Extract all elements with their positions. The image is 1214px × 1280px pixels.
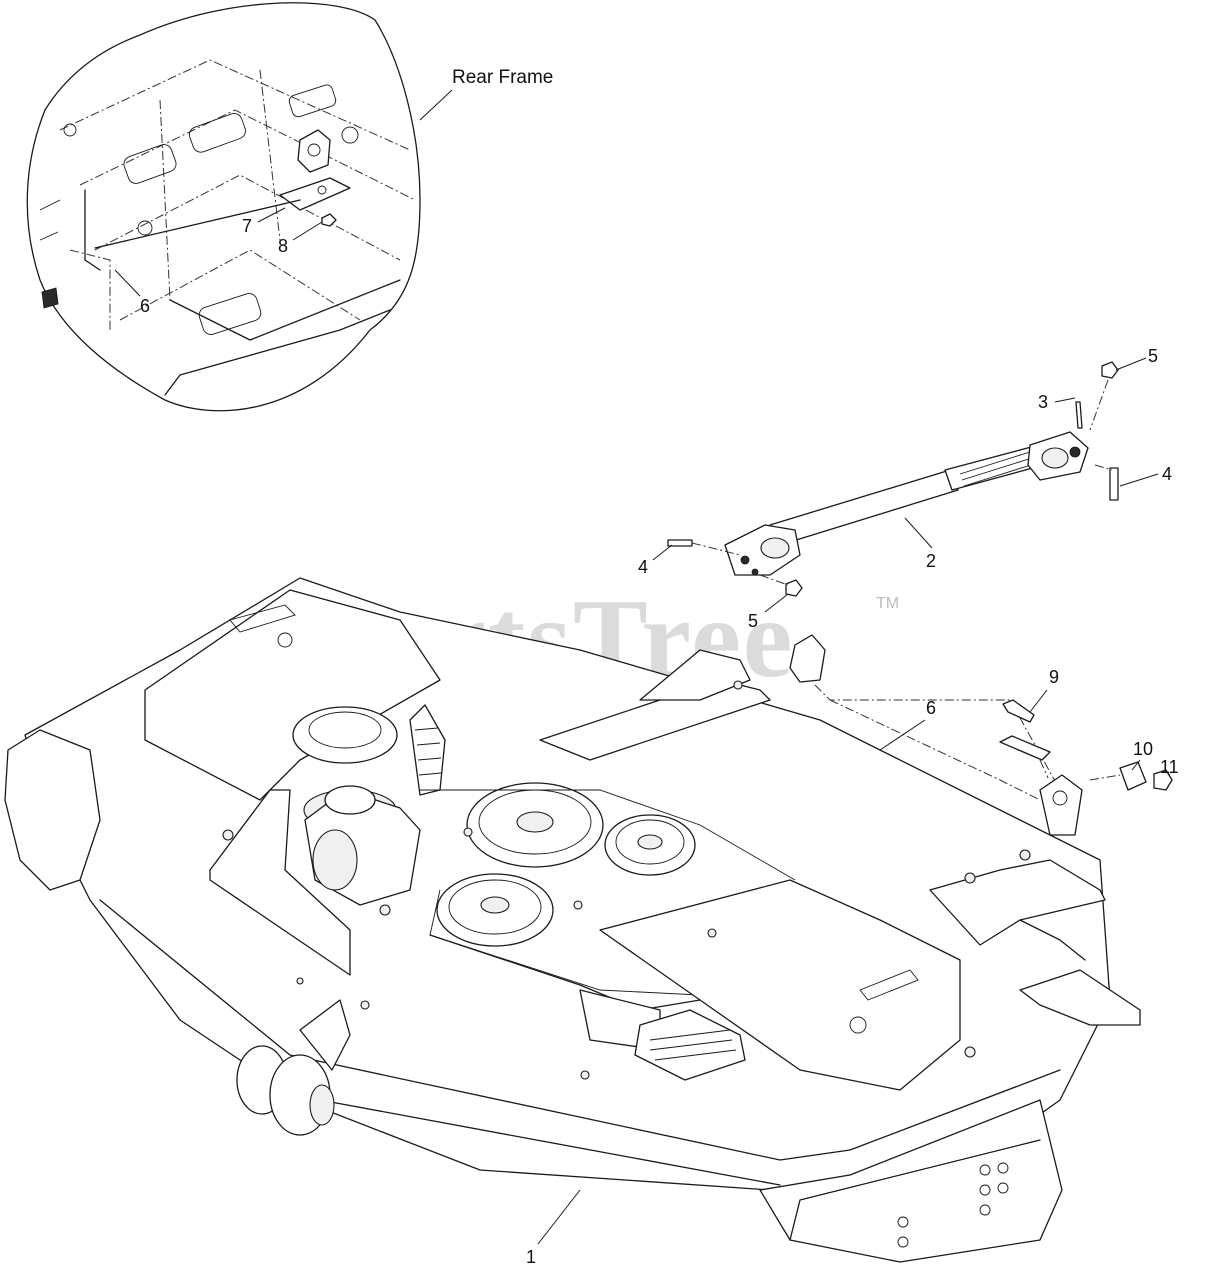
callout-9: 9 — [1049, 667, 1059, 687]
callout-4-left: 4 — [638, 557, 648, 577]
callout-5-upper: 5 — [1148, 346, 1158, 366]
rear-frame-label: Rear Frame — [452, 67, 553, 88]
trademark-mark: TM — [876, 595, 899, 612]
drive-shaft-assembly: 5 3 4 2 4 5 — [638, 346, 1172, 631]
callout-5-lower: 5 — [748, 611, 758, 631]
callout-1: 1 — [526, 1247, 536, 1267]
callout-2: 2 — [926, 551, 936, 571]
callout-11: 11 — [1160, 757, 1179, 777]
callout-3: 3 — [1038, 392, 1048, 412]
callout-6-main: 6 — [926, 698, 936, 718]
callout-8: 8 — [278, 236, 288, 256]
rear-frame-inset: Rear Frame 7 8 6 — [26, 2, 553, 412]
callout-7: 7 — [242, 216, 252, 236]
callout-10: 10 — [1133, 739, 1153, 759]
mower-deck: 9 6 10 11 1 — [4, 577, 1179, 1267]
callout-6-inset: 6 — [140, 296, 150, 316]
callout-4-right: 4 — [1162, 464, 1172, 484]
